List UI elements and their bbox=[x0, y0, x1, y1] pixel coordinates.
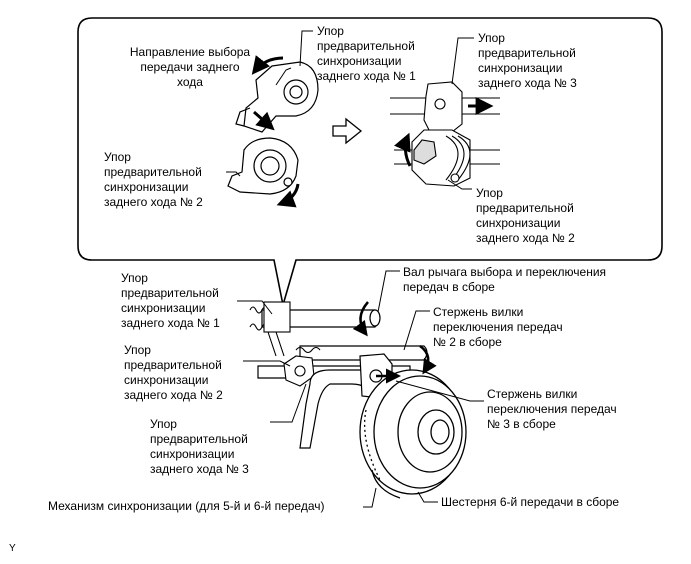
label-callout-stop2-right: Упор предварительной синхронизации задне… bbox=[476, 186, 575, 245]
label-reverse-direction: Направление выбора передачи заднего хода bbox=[129, 45, 251, 89]
callout-assembly bbox=[390, 81, 500, 187]
callout-rotation-arrow bbox=[394, 132, 412, 167]
label-shift-lever-shaft: Вал рычага выбора и переключения передач… bbox=[403, 265, 607, 294]
main-stop2 bbox=[283, 346, 321, 387]
main-stop1 bbox=[249, 301, 291, 357]
label-fork-rod-3: Стержень вилки переключения передач № 3 … bbox=[487, 387, 617, 431]
callout-down-arrow bbox=[253, 110, 275, 131]
main-rod2-rotation-arrow bbox=[419, 344, 437, 375]
callout-stop2-arrow bbox=[276, 183, 300, 208]
label-callout-stop2-left: Упор предварительной синхронизации задне… bbox=[104, 150, 203, 209]
label-stop3: Упор предварительной синхронизации задне… bbox=[150, 417, 249, 476]
label-gear6: Шестерня 6-й передачи в сборе bbox=[441, 495, 620, 509]
footer-mark: Y bbox=[9, 543, 16, 554]
transition-arrow bbox=[332, 117, 363, 145]
label-synchronizer: Механизм синхронизации (для 5-й и 6-й пе… bbox=[48, 499, 325, 513]
label-stop1: Упор предварительной синхронизации задне… bbox=[121, 271, 220, 330]
label-stop2: Упор предварительной синхронизации задне… bbox=[124, 343, 223, 402]
callout-direction-arrow bbox=[251, 55, 284, 75]
label-fork-rod-2: Стержень вилки переключения передач № 2 … bbox=[433, 305, 563, 349]
label-callout-stop1: Упор предварительной синхронизации задне… bbox=[317, 24, 416, 83]
label-callout-stop3: Упор предварительной синхронизации задне… bbox=[478, 31, 577, 90]
leader-lines bbox=[226, 30, 484, 508]
callout-frame bbox=[77, 17, 663, 306]
callout-stop2-part bbox=[227, 137, 299, 195]
main-shaft-rotation-arrow bbox=[352, 301, 369, 337]
main-gear6 bbox=[359, 369, 467, 499]
